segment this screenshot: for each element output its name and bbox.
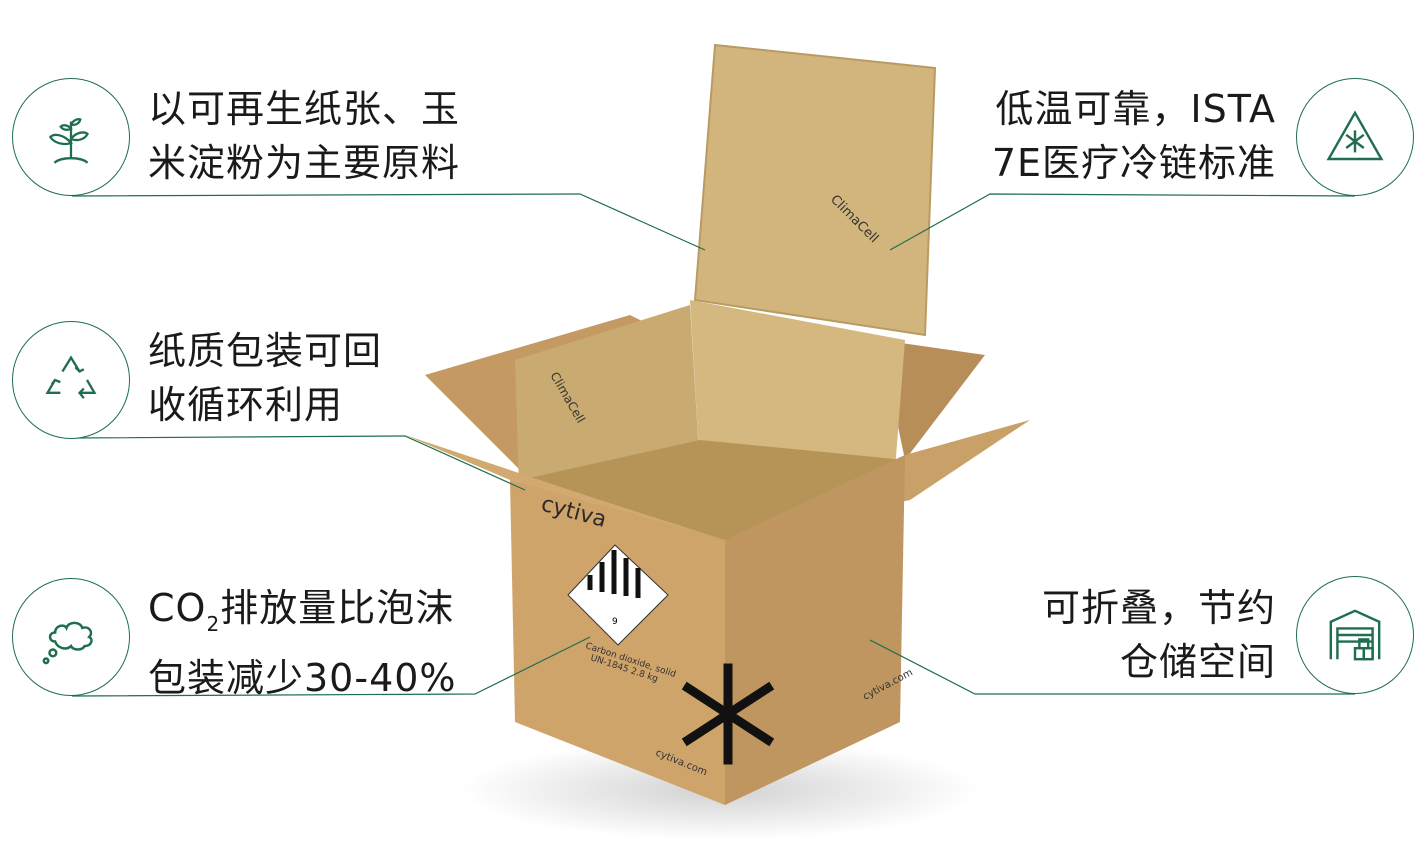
- recycle-icon: [12, 321, 130, 439]
- feature-line: 低温可靠，ISTA: [995, 87, 1276, 131]
- feature-line: 米淀粉为主要原料: [148, 141, 461, 185]
- sprout-icon: [12, 78, 130, 196]
- feature-line: 包装减少30-40%: [148, 656, 457, 700]
- feature-line: 7E医疗冷链标准: [991, 141, 1276, 185]
- feature-recyclable: 纸质包装可回 收循环利用: [148, 324, 382, 432]
- cloud-icon: [12, 578, 130, 696]
- feature-line: 可折叠，节约: [1041, 586, 1276, 630]
- feature-renewable-materials: 以可再生纸张、玉 米淀粉为主要原料: [148, 82, 460, 190]
- feature-line: 以可再生纸张、玉: [148, 87, 461, 131]
- snowflake-mark: [681, 663, 775, 765]
- snowflake-warning-icon: [1296, 78, 1414, 196]
- feature-cold-chain-standard: 低温可靠，ISTA 7E医疗冷链标准: [992, 82, 1276, 190]
- feature-line: 仓储空间: [1119, 640, 1276, 684]
- co2-prefix: CO: [148, 586, 207, 630]
- insulation-back-wall: [690, 300, 905, 470]
- insulation-lid: [693, 43, 937, 337]
- hazard-label: [567, 544, 669, 646]
- box-flap-back-right: [880, 340, 985, 460]
- box-interior: [520, 440, 905, 545]
- hazard-stripes: [587, 550, 641, 598]
- co2-subscript: 2: [206, 612, 221, 636]
- leader-lines: [71, 193, 1356, 697]
- hazard-class: 9: [612, 617, 618, 627]
- box-side-face: [725, 455, 905, 805]
- feature-line-text: 排放量比泡沫: [220, 586, 455, 630]
- feature-co2-reduction: CO2排放量比泡沫 包装减少30-40%: [148, 581, 457, 705]
- feature-line: CO2排放量比泡沫: [148, 581, 457, 651]
- feature-foldable: 可折叠，节约 仓储空间: [1042, 581, 1276, 689]
- warehouse-icon: [1296, 576, 1414, 694]
- feature-line: 收循环利用: [148, 383, 344, 427]
- feature-line: 纸质包装可回: [148, 329, 383, 373]
